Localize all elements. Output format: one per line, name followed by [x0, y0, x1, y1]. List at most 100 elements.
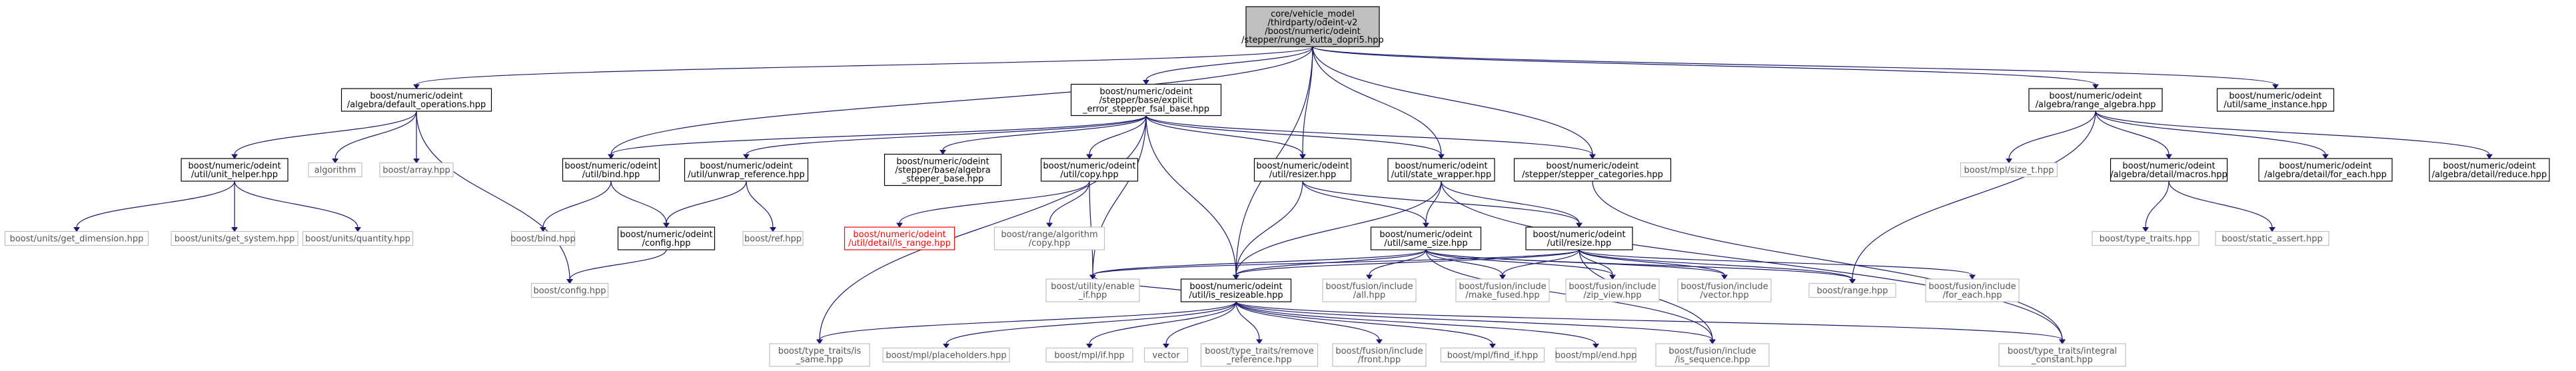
node-label-line: vector	[1152, 351, 1180, 361]
node-label-line: /algebra/default_operations.hpp	[347, 100, 486, 110]
node-resizer[interactable]: boost/numeric/odeint/util/resizer.hpp	[1253, 158, 1352, 182]
edge-resize-to-zip_view	[1579, 249, 1613, 276]
arrowhead-root-to-explicit_error	[1143, 80, 1149, 85]
node-label-line: boost/fusion/include	[1668, 346, 1756, 356]
edge-unit_helper-to-quantity	[234, 181, 358, 228]
edge-resize-to-range_hpp	[1579, 249, 1853, 280]
node-vector-fusion: boost/fusion/include/vector.hpp	[1677, 278, 1772, 302]
node-vector-std: vector	[1143, 347, 1189, 363]
arrowhead-is_resizeable-to-mpl_end	[1593, 344, 1599, 349]
node-label-line: _constant.hpp	[2031, 355, 2093, 365]
node-config-odeint[interactable]: boost/numeric/odeint/config.hpp	[617, 226, 716, 250]
edge-root-to-range_algebra	[1312, 46, 2096, 85]
node-is-sequence: boost/fusion/include/is_sequence.hpp	[1655, 343, 1770, 367]
arrowhead-is_resizeable-to-vector_std	[1163, 344, 1169, 349]
arrowhead-range_algebra-to-macros	[2166, 154, 2172, 159]
node-range-algebra[interactable]: boost/numeric/odeint/algebra/range_algeb…	[2028, 88, 2163, 112]
edge-range_algebra-to-reduce	[2095, 111, 2490, 155]
node-algebra-stepper-base[interactable]: boost/numeric/odeint/stepper/base/algebr…	[884, 153, 1002, 186]
node-is-range[interactable]: boost/numeric/odeint/util/detail/is_rang…	[844, 226, 956, 250]
node-get-dimension: boost/units/get_dimension.hpp	[4, 230, 149, 246]
node-state-wrapper[interactable]: boost/numeric/odeint/util/state_wrapper.…	[1387, 158, 1495, 182]
node-box	[1998, 343, 2126, 367]
edge-same_size-to-range_hpp	[1425, 249, 1853, 280]
node-label-line: boost/units/get_system.hpp	[175, 234, 295, 244]
node-label-line: boost/range.hpp	[1816, 286, 1888, 296]
node-default-operations[interactable]: boost/numeric/odeint/algebra/default_ope…	[340, 88, 492, 112]
node-is-resizeable[interactable]: boost/numeric/odeint/util/is_resizeable.…	[1180, 278, 1292, 302]
node-get-system: boost/units/get_system.hpp	[171, 230, 299, 246]
node-resize[interactable]: boost/numeric/odeint/util/resize.hpp	[1525, 226, 1633, 250]
edge-is_resizeable-to-find_if	[1235, 301, 1493, 344]
arrowhead-state_wrapper-to-resize	[1576, 222, 1583, 228]
edge-state_wrapper-to-integral_constant	[1441, 181, 2063, 340]
node-label-line: boost/numeric/odeint	[1099, 87, 1192, 97]
node-box	[510, 230, 576, 246]
node-label-line: boost/fusion/include	[1569, 282, 1656, 292]
node-box	[530, 282, 609, 298]
node-box	[1455, 278, 1550, 302]
edge-stepper_categories-to-integral_constant	[1592, 181, 2063, 340]
arrowhead-range_algebra-to-reduce	[2486, 154, 2493, 159]
edge-state_wrapper-to-is_resizeable	[1235, 181, 1442, 276]
node-copy-hpp[interactable]: boost/numeric/odeint/util/copy.hpp	[1040, 158, 1139, 182]
node-array: boost/array.hpp	[379, 162, 454, 178]
node-bind-hpp[interactable]: boost/numeric/odeint/util/bind.hpp	[562, 158, 660, 182]
node-ref: boost/ref.hpp	[742, 230, 804, 246]
node-label-line: _stepper_base.hpp	[902, 175, 984, 185]
node-box	[2028, 88, 2163, 112]
node-reduce[interactable]: boost/numeric/odeint/algebra/detail/redu…	[2429, 158, 2550, 182]
edge-root-to-state_wrapper	[1312, 46, 1442, 155]
node-unwrap-ref[interactable]: boost/numeric/odeint/util/unwrap_referen…	[684, 158, 809, 182]
node-box	[684, 158, 809, 182]
arrowhead-resize-to-vector_fusion	[1721, 274, 1728, 280]
edge-same_size-to-zip_view	[1425, 249, 1613, 276]
node-label-line: /algebra/range_algebra.hpp	[2036, 100, 2156, 110]
arrowhead-default_operations-to-unit_helper	[231, 154, 238, 159]
node-box	[1040, 158, 1139, 182]
node-box	[4, 230, 149, 246]
node-is-same: boost/type_traits/is_same.hpp	[769, 343, 870, 367]
node-remove-reference: boost/type_traits/remove_reference.hpp	[1200, 343, 1319, 367]
arrowhead-resize-to-range_hpp	[1849, 279, 1856, 284]
edge-range_algebra-to-range_hpp	[1852, 111, 2096, 280]
node-label-line: /util/unit_helper.hpp	[191, 170, 278, 180]
edge-same_size-to-make_fused	[1425, 249, 1503, 276]
node-same-size[interactable]: boost/numeric/odeint/util/same_size.hpp	[1370, 226, 1482, 250]
edge-resize-to-make_fused	[1502, 249, 1580, 276]
node-label-line: _same.hpp	[796, 355, 844, 365]
node-box	[1677, 278, 1772, 302]
node-box	[562, 158, 660, 182]
node-for-each-det[interactable]: boost/numeric/odeint/algebra/detail/for_…	[2258, 158, 2393, 182]
node-macros[interactable]: boost/numeric/odeint/algebra/detail/macr…	[2110, 158, 2228, 182]
node-box	[1070, 83, 1222, 117]
arrowhead-explicit_error-to-resizer	[1299, 154, 1306, 159]
node-box	[993, 226, 1105, 250]
node-placeholders: boost/mpl/placeholders.hpp	[882, 347, 1010, 363]
node-unit-helper[interactable]: boost/numeric/odeint/util/unit_helper.hp…	[181, 158, 289, 182]
node-label-line: /make_fused.hpp	[1465, 290, 1539, 300]
node-box	[1332, 343, 1427, 367]
edge-range_algebra-to-for_each_det	[2095, 111, 2326, 155]
edge-unwrap_ref-to-ref	[746, 181, 774, 228]
node-label-line: boost/mpl/if.hpp	[1054, 351, 1124, 361]
arrowhead-macros-to-type_traits_hpp	[2142, 227, 2149, 232]
node-stepper-categories[interactable]: boost/numeric/odeint/stepper/stepper_cat…	[1513, 158, 1672, 182]
node-root[interactable]: core/vehicle_model/thirdparty/odeint-v2/…	[1241, 6, 1384, 47]
arrowhead-is_resizeable-to-mpl_if	[1086, 344, 1093, 349]
node-label-line: /util/copy.hpp	[1060, 170, 1118, 180]
edge-explicit_error-to-unwrap_ref	[746, 115, 1147, 155]
node-label-line: boost/utility/enable	[1051, 282, 1135, 292]
edge-explicit_error-to-stepper_categories	[1145, 115, 1593, 155]
node-same-instance[interactable]: boost/numeric/odeint/util/same_instance.…	[2216, 88, 2335, 112]
edge-resize-to-for_each_fusion	[1579, 249, 1973, 276]
node-label-line: boost/static_assert.hpp	[2222, 234, 2322, 244]
edge-is_resizeable-to-front	[1235, 301, 1380, 340]
node-label-line: boost/numeric/odeint	[2122, 161, 2215, 171]
node-box	[1370, 226, 1482, 250]
arrowhead-explicit_error-to-algebra_stepper_base	[940, 150, 946, 155]
node-explicit-error[interactable]: boost/numeric/odeint/stepper/base/explic…	[1070, 83, 1222, 117]
arrowhead-is_resizeable-to-remove_reference	[1256, 339, 1263, 344]
node-label-line: /config.hpp	[642, 238, 690, 248]
edge-is_resizeable-to-integral_constant	[1235, 301, 2063, 340]
